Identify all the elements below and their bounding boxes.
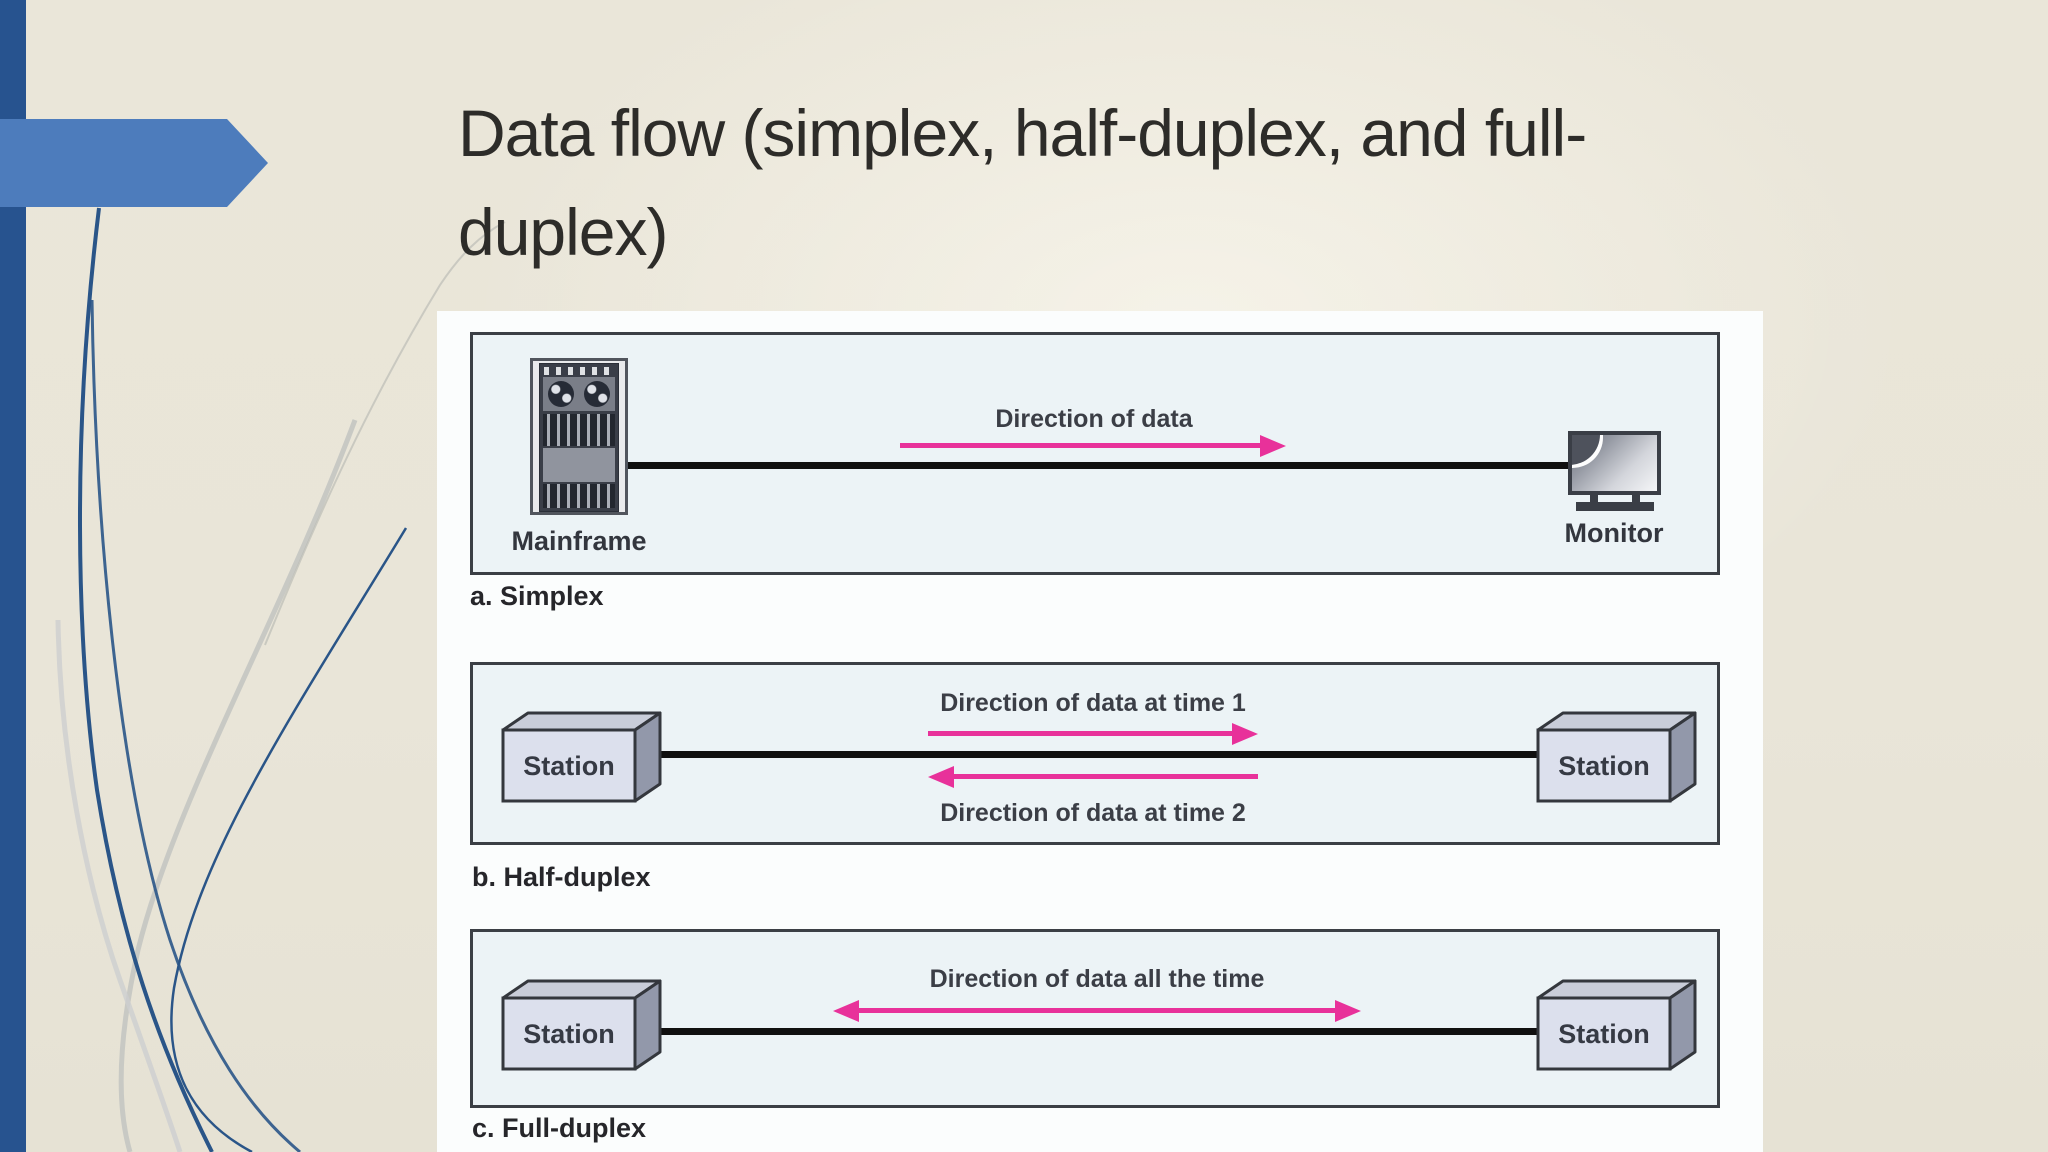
monitor-stand — [1589, 495, 1640, 502]
figure-panel: Mainframe Direction of data Monitor a. S… — [437, 311, 1763, 1152]
connection-line — [651, 1028, 1541, 1035]
station-label: Station — [523, 1019, 615, 1049]
flow-label: Direction of data at time 1 — [940, 689, 1246, 717]
diagram-full-duplex: Station Station Direction of data all th… — [470, 929, 1720, 1108]
mainframe-lower-slots — [543, 484, 615, 508]
station-label: Station — [1558, 1019, 1650, 1049]
monitor-label: Monitor — [1564, 518, 1664, 548]
tape-reel-icon — [548, 381, 574, 407]
flow-arrow-left — [954, 774, 1258, 779]
mainframe-tape-reels — [543, 377, 615, 411]
diagram-half-duplex: Station Station Direction of data at tim… — [470, 662, 1720, 845]
mainframe-panel — [543, 448, 615, 482]
mainframe-cabinet — [539, 363, 619, 512]
slide-title: Data flow (simplex, half-duplex, and ful… — [458, 84, 1918, 282]
slide-title-line-2: duplex) — [458, 195, 668, 269]
flow-arrow-right — [900, 443, 1260, 448]
connection-line — [625, 462, 1568, 469]
monitor-icon — [1568, 431, 1661, 511]
station-cube-icon: Station — [501, 979, 663, 1071]
caption-half-duplex: b. Half-duplex — [472, 862, 651, 892]
flow-arrow-bidirectional — [859, 1008, 1335, 1013]
mainframe-drive-slots — [543, 414, 615, 446]
slide-title-line-1: Data flow (simplex, half-duplex, and ful… — [458, 96, 1587, 170]
flow-label: Direction of data all the time — [929, 965, 1265, 993]
mainframe-label: Mainframe — [511, 526, 647, 556]
mainframe-vents — [544, 367, 614, 375]
station-cube-icon: Station — [501, 711, 663, 803]
station-label: Station — [523, 751, 615, 781]
title-accent-arrow-icon — [0, 119, 268, 207]
caption-full-duplex: c. Full-duplex — [472, 1113, 647, 1143]
caption-simplex: a. Simplex — [470, 581, 604, 611]
station-cube-icon: Station — [1536, 979, 1698, 1071]
connection-line — [651, 751, 1541, 758]
station-label: Station — [1558, 751, 1650, 781]
flow-label: Direction of data — [995, 405, 1193, 433]
flow-arrow-right — [928, 731, 1232, 736]
diagram-simplex: Mainframe Direction of data Monitor — [470, 332, 1720, 575]
station-cube-icon: Station — [1536, 711, 1698, 803]
flow-label: Direction of data at time 2 — [940, 799, 1246, 827]
mainframe-icon — [530, 358, 628, 515]
monitor-base — [1575, 502, 1654, 511]
monitor-screen — [1568, 431, 1661, 495]
tape-reel-icon — [584, 381, 610, 407]
